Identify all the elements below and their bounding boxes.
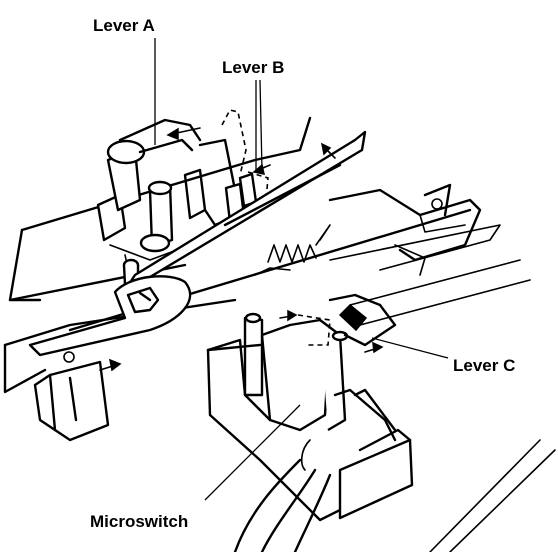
leader-lines [154,38,449,501]
lever-a-mechanism [96,118,242,287]
label-lever-b: Lever B [222,58,284,77]
label-microswitch: Microswitch [90,512,188,531]
microswitch [243,293,397,432]
wires [233,439,332,552]
lower-tray [206,338,414,522]
label-lever-a: Lever A [93,16,155,35]
spring [254,224,331,276]
long-arm [28,130,367,357]
right-bracket [328,183,482,276]
label-lever-c: Lever C [453,356,515,375]
foot-block [33,360,110,442]
rail-lines [429,439,556,552]
